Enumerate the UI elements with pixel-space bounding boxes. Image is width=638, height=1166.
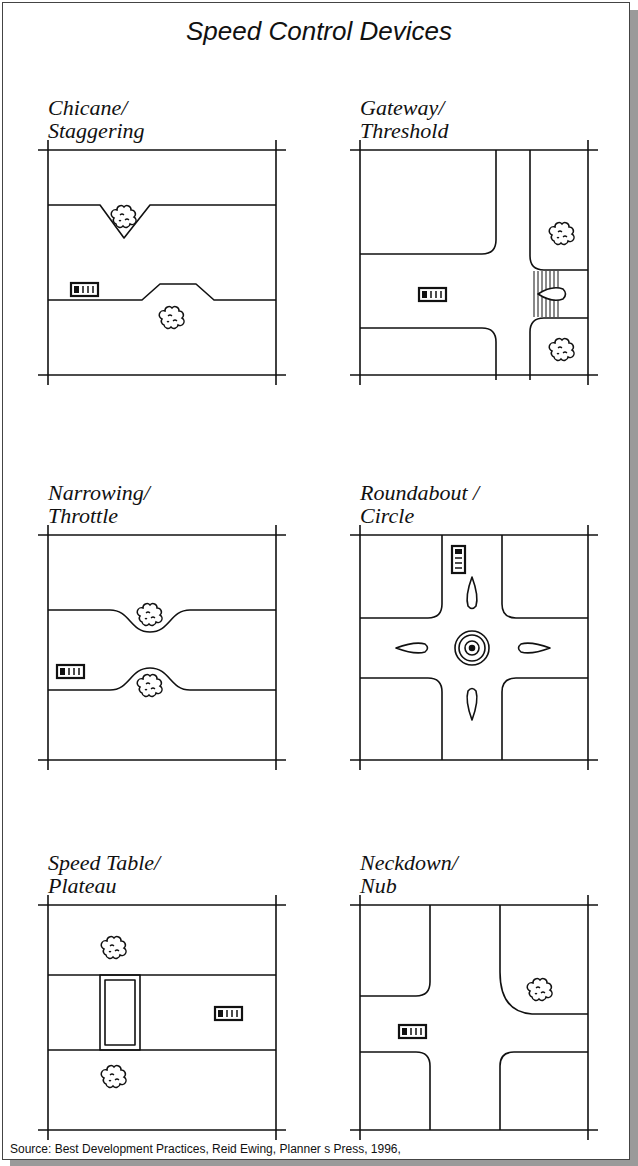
- panel-frame: [359, 525, 361, 770]
- source-caption: Source: Best Development Practices, Reid…: [6, 1140, 405, 1159]
- panel-frame: [38, 534, 286, 536]
- device-label: Narrowing/ Throttle: [48, 481, 186, 527]
- panel-frame: [38, 904, 286, 906]
- panel-frame: [38, 374, 286, 376]
- panel-frame: [38, 759, 286, 761]
- panel-frame: [587, 140, 589, 385]
- device-label: Gateway/ Threshold: [360, 96, 498, 142]
- device-panel: Chicane/ Staggering: [48, 96, 276, 375]
- panel-frame: [587, 895, 589, 1140]
- panel-frame: [275, 140, 277, 385]
- device-label: Neckdown/ Nub: [360, 851, 498, 897]
- panel-frame: [350, 534, 598, 536]
- panel-frame: [359, 140, 361, 385]
- device-label: Speed Table/ Plateau: [48, 851, 186, 897]
- panel-frame: [47, 895, 49, 1140]
- device-panel: Neckdown/ Nub: [360, 851, 588, 1130]
- panel-frame: [350, 149, 598, 151]
- device-panel: Speed Table/ Plateau: [48, 851, 276, 1130]
- panel-frame: [275, 895, 277, 1140]
- title: Speed Control Devices: [0, 16, 638, 47]
- panel-frame: [587, 525, 589, 770]
- panel-frame: [47, 140, 49, 385]
- panel-frame: [275, 525, 277, 770]
- device-panel: Roundabout / Circle: [360, 481, 588, 760]
- panel-frame: [350, 759, 598, 761]
- device-panel: Gateway/ Threshold: [360, 96, 588, 375]
- device-label: Roundabout / Circle: [360, 481, 498, 527]
- panel-frame: [350, 904, 598, 906]
- device-label: Chicane/ Staggering: [48, 96, 186, 142]
- device-panel: Narrowing/ Throttle: [48, 481, 276, 760]
- panel-frame: [350, 374, 598, 376]
- panel-frame: [359, 895, 361, 1140]
- panel-frame: [47, 525, 49, 770]
- panel-frame: [350, 1129, 598, 1131]
- panel-frame: [38, 149, 286, 151]
- panel-frame: [38, 1129, 286, 1131]
